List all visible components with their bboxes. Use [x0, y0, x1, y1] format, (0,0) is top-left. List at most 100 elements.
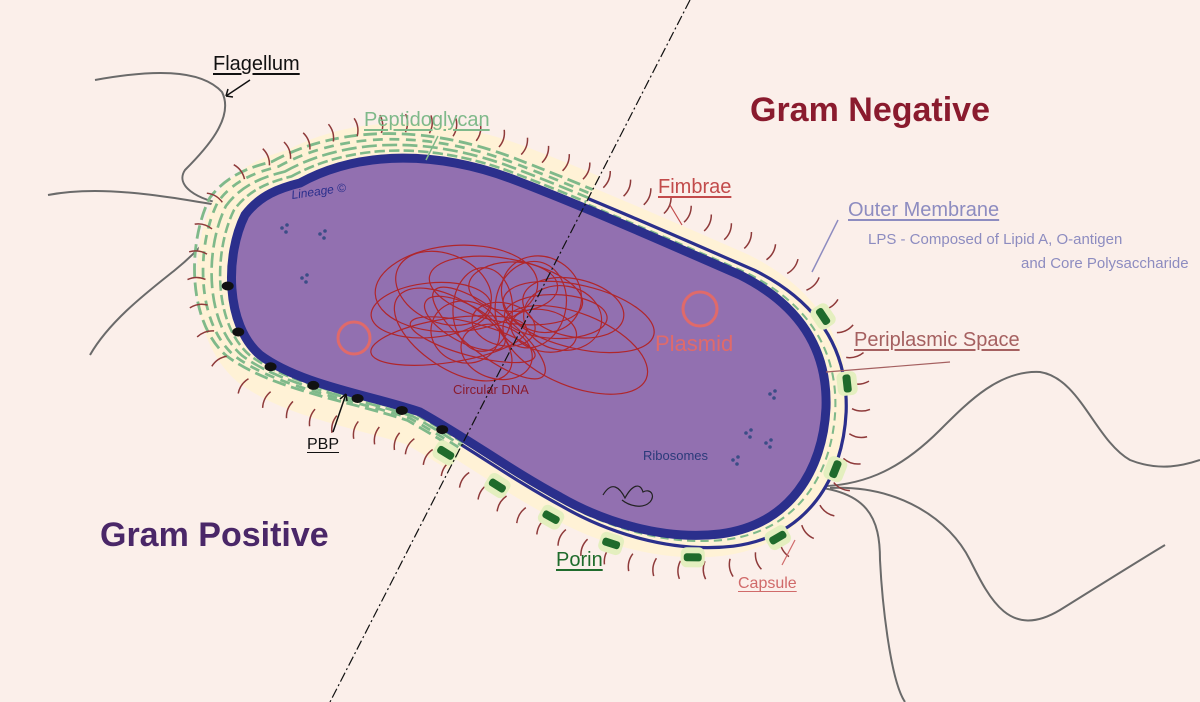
fimbria — [806, 277, 820, 291]
dna-loop — [502, 304, 649, 395]
ribosome — [322, 236, 326, 240]
ribosome — [323, 229, 327, 233]
dna-loop — [494, 260, 568, 349]
fimbria — [819, 504, 835, 517]
porin-label: Porin — [556, 549, 603, 571]
dna-loop — [432, 286, 546, 380]
ribosome — [731, 458, 735, 462]
fimbria — [848, 433, 868, 439]
artist-signature — [602, 485, 654, 507]
flagella — [47, 71, 1200, 702]
pbp-dot — [395, 405, 408, 415]
fimbria — [643, 188, 652, 206]
fimbria — [379, 114, 384, 134]
fimbria — [211, 355, 227, 367]
divider-line — [329, 0, 691, 702]
fimbria — [683, 205, 692, 223]
ribosome — [772, 396, 776, 400]
flagellum-right-lower — [799, 485, 906, 702]
ribosome — [749, 428, 753, 432]
ribosome — [284, 230, 288, 234]
fimbria — [428, 115, 434, 134]
fimbria — [846, 352, 865, 359]
fimbria — [308, 408, 316, 427]
dna-loop — [503, 293, 608, 340]
fimbria — [703, 214, 713, 232]
fimbria — [520, 137, 529, 156]
ribosome — [304, 280, 308, 284]
ribosome — [736, 455, 740, 459]
fimbria — [623, 179, 632, 197]
fimbria — [373, 426, 380, 445]
fimbria — [627, 553, 634, 572]
pbp-dot — [232, 327, 245, 337]
ribosome — [768, 392, 772, 396]
dna-loop — [370, 281, 492, 339]
fimbria — [353, 117, 359, 137]
pbp-dot — [307, 380, 320, 390]
porins — [432, 303, 858, 568]
ribosome — [764, 441, 768, 445]
fimbria — [404, 438, 415, 455]
fimbria — [562, 154, 571, 172]
plasmid-circle-right — [681, 290, 719, 328]
fimbria — [262, 148, 271, 166]
porin — [836, 371, 858, 396]
fimbria — [352, 420, 359, 439]
fimbria — [743, 231, 753, 250]
dna-loop — [370, 315, 528, 366]
fimbrae-label: Fimbrae — [658, 176, 732, 198]
pbp-label: PBP — [307, 436, 340, 453]
flagellum-left-short — [47, 189, 236, 209]
dna-loop — [500, 255, 583, 334]
fimbria — [302, 132, 311, 150]
ribosome — [748, 435, 752, 439]
fimbria — [422, 448, 434, 466]
fimbria — [327, 123, 335, 142]
fimbria — [652, 557, 658, 577]
porin — [810, 303, 836, 330]
capsule-label: Capsule — [738, 575, 797, 592]
ribosome — [768, 445, 772, 449]
pbp-dot — [264, 362, 277, 372]
plasmid-label: Plasmid — [655, 331, 734, 356]
fimbria — [557, 528, 567, 546]
fimbria — [283, 141, 292, 159]
fimbria — [541, 145, 550, 164]
ribosome — [318, 232, 322, 236]
ribosome — [735, 462, 739, 466]
ribosome — [280, 226, 284, 230]
fimbria — [723, 223, 733, 241]
ribosome — [305, 273, 309, 277]
fimbria — [728, 558, 734, 577]
fimbria — [498, 129, 506, 148]
pbp-dot — [351, 393, 364, 403]
flagellum-top — [94, 71, 231, 206]
flagellum-label: Flagellum — [213, 53, 300, 75]
ribosome-clusters — [280, 223, 777, 466]
fimbria — [189, 303, 208, 309]
peptidoglycan-label: Peptidoglycan — [364, 109, 490, 131]
periplasmic-space-label: Periplasmic Space — [854, 329, 1020, 351]
dna-loop — [522, 276, 625, 339]
fimbria — [836, 324, 854, 334]
ribosome — [773, 389, 777, 393]
porin — [432, 440, 459, 466]
pointer-lines — [225, 79, 951, 566]
flagellum-right-upper — [799, 370, 1200, 488]
fimbria — [766, 244, 777, 261]
outer-membrane-label: Outer Membrane — [848, 199, 1000, 221]
porin — [484, 473, 511, 499]
fimbria — [458, 471, 470, 488]
fimbria — [188, 250, 208, 255]
plasmid-circle-left — [336, 320, 372, 356]
fimbria — [393, 432, 401, 451]
dna-loop — [428, 255, 584, 326]
pbp-dot — [436, 425, 449, 435]
fimbria — [833, 482, 850, 492]
porin — [764, 525, 792, 551]
ribosome — [769, 438, 773, 442]
ribosome — [300, 276, 304, 280]
fimbria — [851, 408, 871, 412]
